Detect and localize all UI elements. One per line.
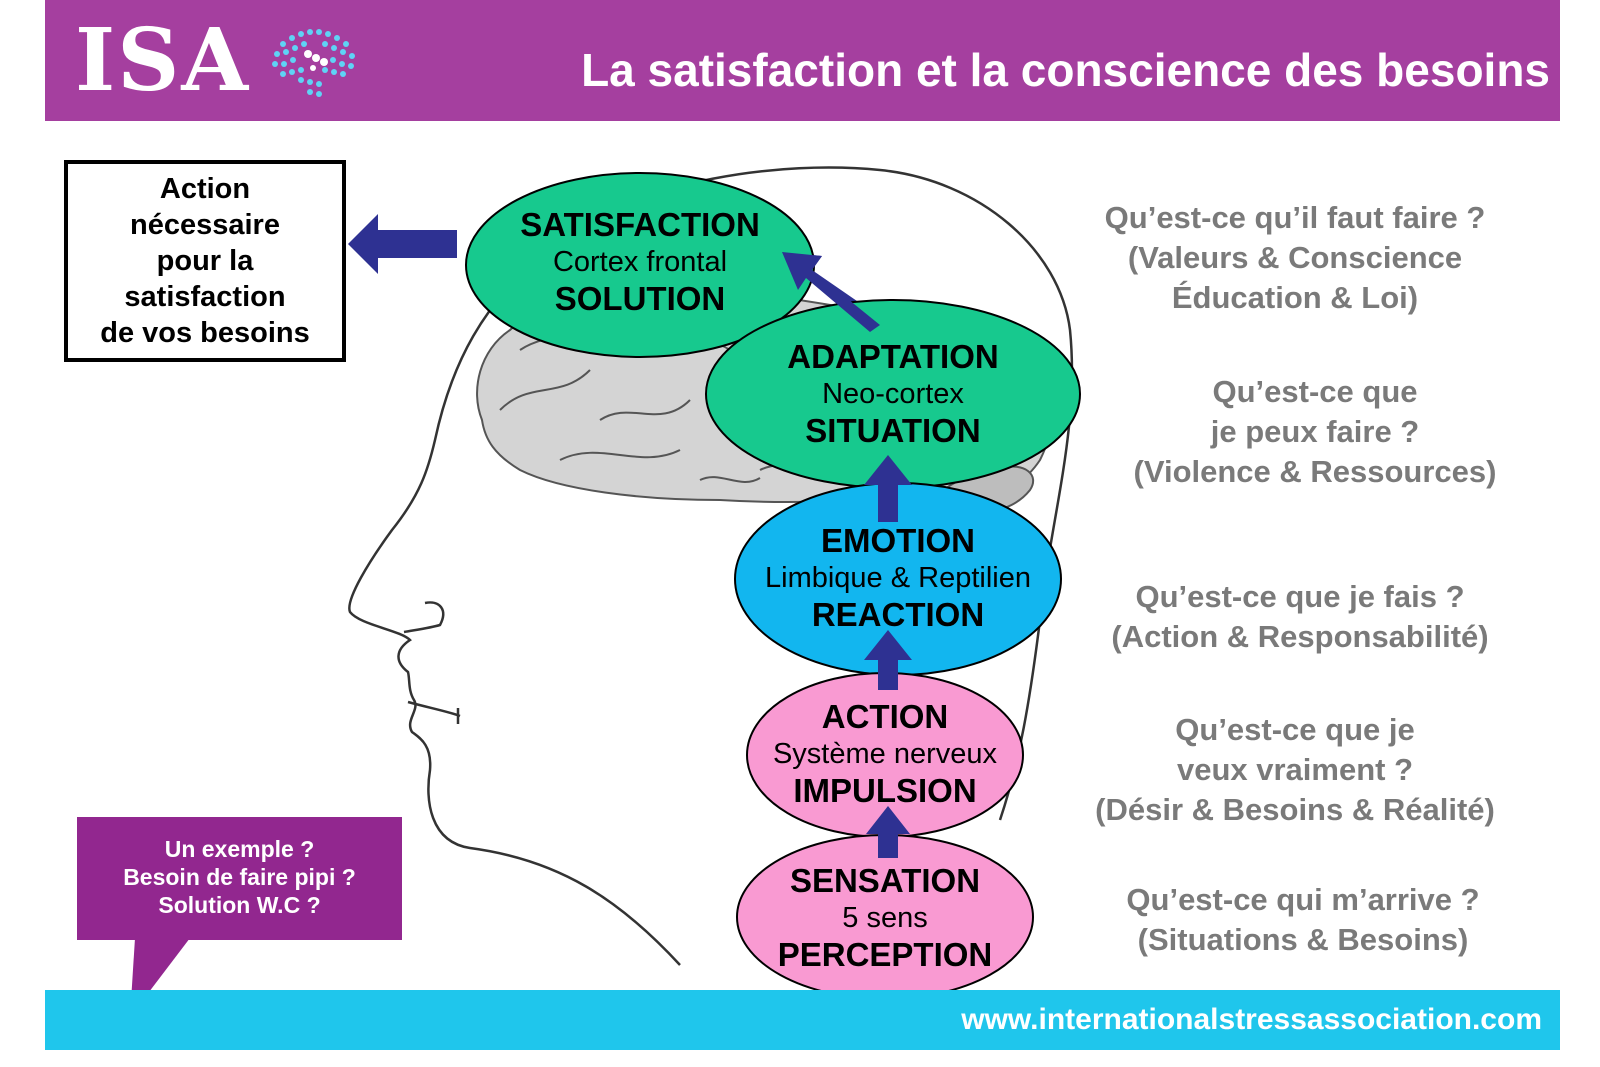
question-line: (Valeurs & Conscience — [1127, 240, 1463, 275]
action-box-line: de vos besoins — [100, 317, 310, 349]
level-title: EMOTION — [821, 522, 975, 559]
question-sensation: Qu’est-ce qui m’arrive ? (Situations & B… — [1048, 880, 1558, 960]
level-bottom: IMPULSION — [793, 772, 977, 809]
level-bottom: REACTION — [811, 596, 985, 633]
bubble-line: Solution W.C ? — [158, 892, 321, 918]
mouth-detail — [407, 700, 461, 724]
level-sub: Limbique & Reptilien — [765, 562, 1031, 594]
level-adaptation-text: ADAPTATION Neo-cortex SITUATION — [706, 338, 1080, 450]
question-line: Éducation & Loi) — [1171, 280, 1419, 315]
arrow-to-action-box — [348, 214, 457, 274]
question-action: Qu’est-ce que je veux vraiment ? (Désir … — [1040, 710, 1550, 830]
question-emotion: Qu’est-ce que je fais ? (Action & Respon… — [1045, 577, 1555, 657]
level-bottom: PERCEPTION — [777, 936, 993, 973]
page-title: La satisfaction et la conscience des bes… — [581, 44, 1550, 96]
arrow-tip-overlay — [782, 252, 880, 332]
level-satisfaction-text: SATISFACTION Cortex frontal SOLUTION — [466, 206, 814, 318]
action-needed-box: Action nécessaire pour la satisfaction d… — [64, 160, 346, 362]
question-line: Qu’est-ce que je fais ? — [1135, 579, 1465, 614]
action-box-line: nécessaire — [130, 209, 280, 241]
level-title: ADAPTATION — [787, 338, 999, 375]
level-sub: 5 sens — [842, 902, 928, 934]
arrow-tip-overlay-action — [864, 630, 912, 690]
footer-bar: www.internationalstressassociation.com — [45, 990, 1560, 1050]
action-box-line: pour la — [156, 245, 254, 277]
level-sub: Cortex frontal — [552, 246, 728, 278]
arrow-tip-overlay-sensation — [866, 806, 910, 858]
question-line: (Désir & Besoins & Réalité) — [1095, 792, 1495, 827]
brain-dots-icon — [272, 29, 355, 97]
level-emotion-text: EMOTION Limbique & Reptilien REACTION — [735, 522, 1061, 634]
level-title: SATISFACTION — [520, 206, 760, 243]
level-title: ACTION — [821, 698, 949, 735]
question-line: Qu’est-ce que je — [1175, 712, 1415, 747]
level-action-text: ACTION Système nerveux IMPULSION — [747, 698, 1023, 810]
action-box-text: Action nécessaire pour la satisfaction d… — [80, 171, 330, 351]
question-line: Qu’est-ce qui m’arrive ? — [1126, 882, 1480, 917]
question-line: (Action & Responsabilité) — [1111, 619, 1489, 654]
isa-logo: ISA — [75, 10, 251, 111]
action-box-line: satisfaction — [124, 281, 286, 313]
bubble-line: Besoin de faire pipi ? — [123, 864, 356, 890]
question-line: veux vraiment ? — [1176, 752, 1414, 787]
question-line: (Situations & Besoins) — [1137, 922, 1469, 957]
website-url[interactable]: www.internationalstressassociation.com — [961, 1003, 1542, 1036]
question-line: Qu’est-ce que — [1212, 374, 1418, 409]
example-bubble: Un exemple ? Besoin de faire pipi ? Solu… — [77, 817, 402, 940]
level-title: SENSATION — [789, 862, 981, 899]
header-bar: ISA La satisfaction et la conscience des… — [45, 0, 1560, 121]
question-line: je peux faire ? — [1210, 414, 1420, 449]
level-sub: Neo-cortex — [822, 378, 964, 410]
nose-detail — [403, 601, 445, 634]
level-sensation-text: SENSATION 5 sens PERCEPTION — [737, 862, 1033, 974]
level-bottom: SOLUTION — [554, 280, 726, 317]
bubble-line: Un exemple ? — [164, 836, 315, 862]
question-line: (Violence & Ressources) — [1133, 454, 1497, 489]
question-line: Qu’est-ce qu’il faut faire ? — [1104, 200, 1486, 235]
arrow-tip-overlay-emotion — [864, 455, 912, 522]
level-sub: Système nerveux — [772, 738, 998, 770]
level-bottom: SITUATION — [805, 412, 981, 449]
question-adaptation: Qu’est-ce que je peux faire ? (Violence … — [1060, 372, 1570, 492]
action-box-line: Action — [159, 173, 251, 205]
question-satisfaction: Qu’est-ce qu’il faut faire ? (Valeurs & … — [1040, 198, 1550, 318]
